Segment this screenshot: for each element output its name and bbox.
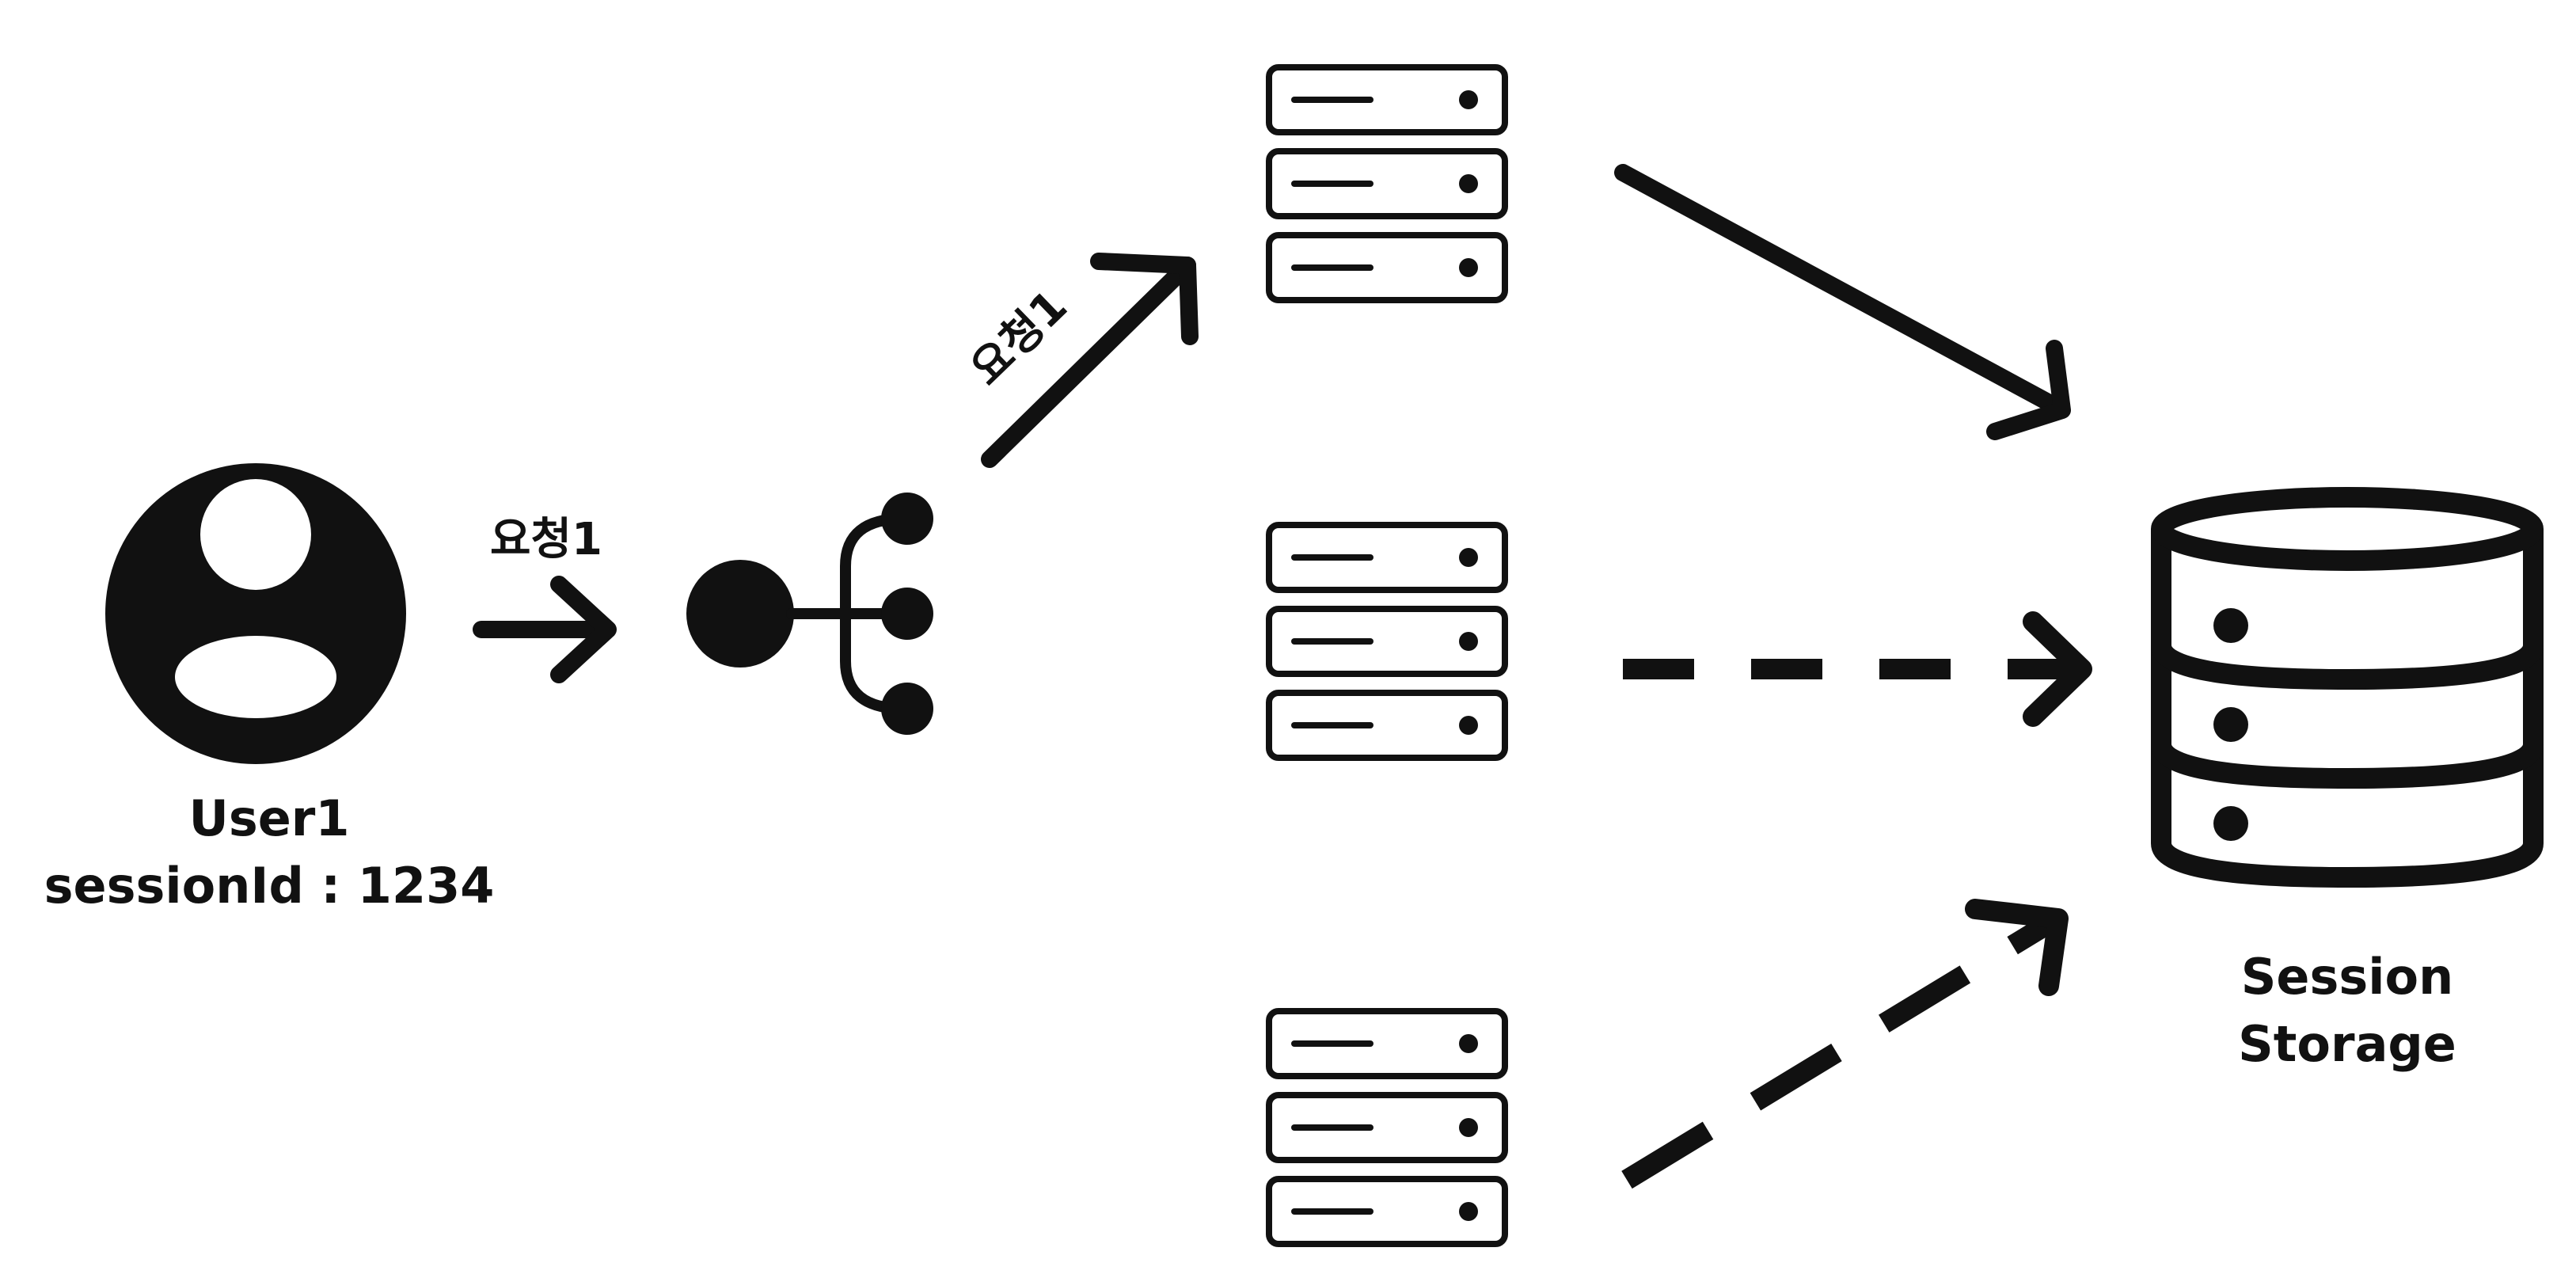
storage-label-line2: Storage bbox=[2238, 1015, 2456, 1073]
session-arrow-server3-to-storage bbox=[1621, 899, 2069, 1189]
request-label-1: 요청1 bbox=[490, 514, 602, 565]
user-name: User1 bbox=[188, 789, 349, 847]
database-icon bbox=[2151, 487, 2544, 888]
request-label-2: 요청1 bbox=[960, 280, 1077, 395]
session-arrow-server1-to-storage bbox=[1614, 164, 2071, 440]
user-avatar-icon bbox=[105, 463, 406, 764]
storage-label-line1: Session bbox=[2241, 948, 2454, 1006]
request-arrow-balancer-to-server bbox=[981, 253, 1199, 468]
user-session-id: sessionId : 1234 bbox=[44, 857, 495, 915]
server-rack-icon bbox=[1269, 525, 1505, 758]
server-rack-icon bbox=[1269, 67, 1505, 300]
load-balancer-icon bbox=[686, 493, 933, 735]
request-arrow-user-to-balancer bbox=[473, 576, 617, 683]
session-arrow-server2-to-storage bbox=[1623, 611, 2092, 727]
server-rack-icon bbox=[1269, 1011, 1505, 1244]
